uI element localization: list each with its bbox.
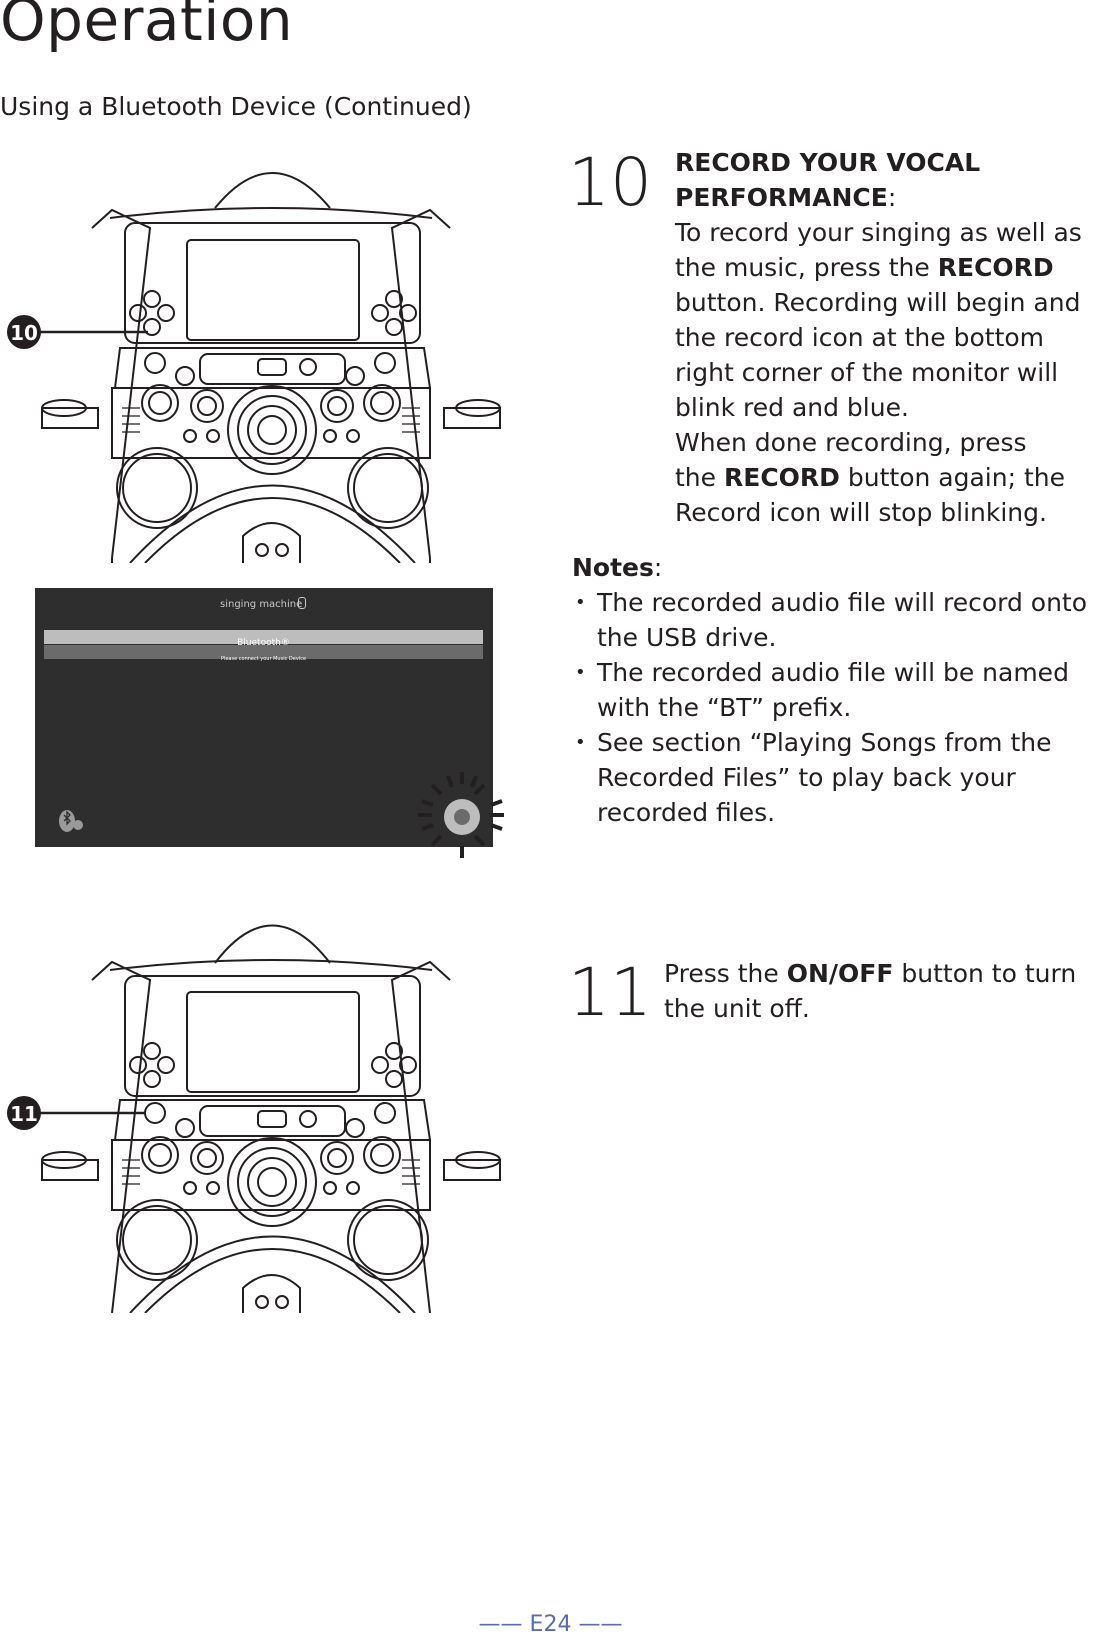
- karaoke-machine-illustration-bottom: 11: [7, 924, 501, 1313]
- callout-11: 11: [10, 1102, 38, 1126]
- status-bar: Please connect your Music Device: [44, 645, 483, 662]
- status-message: Please connect your Music Device: [220, 656, 307, 662]
- bluetooth-icon: [59, 810, 83, 832]
- bluetooth-bar-title: Bluetooth®: [237, 638, 290, 648]
- note-item: The recorded audio file will record onto…: [572, 585, 1097, 655]
- step-10-content: RECORD YOUR VOCAL PERFORMANCE: To record…: [675, 145, 1095, 530]
- monitor-brand: singing machine: [220, 599, 303, 610]
- monitor-screen: singing machine Bluetooth® Please connec…: [35, 588, 493, 847]
- page-number: E24: [529, 1612, 572, 1637]
- page-subtitle: Using a Bluetooth Device (Continued): [0, 92, 472, 121]
- record-icon: [444, 799, 480, 835]
- callout-10: 10: [10, 321, 38, 345]
- step-10-body: To record your singing as well as the mu…: [675, 218, 1082, 527]
- record-blink-rays: [418, 772, 504, 858]
- step-11-content: Press the ON/OFF button to turn the unit…: [664, 959, 1077, 1023]
- step-10-heading: RECORD YOUR VOCAL PERFORMANCE:: [675, 148, 981, 212]
- notes-list: The recorded audio file will record onto…: [572, 585, 1097, 830]
- page-footer: —— E24 ——: [478, 1612, 623, 1637]
- note-item: See section “Playing Songs from the Reco…: [572, 725, 1097, 830]
- karaoke-machine-illustration-top: 10: [7, 172, 501, 563]
- note-item: The recorded audio file will be named wi…: [572, 655, 1097, 725]
- notes-label: Notes:: [572, 553, 663, 582]
- step-number-10: 10: [568, 144, 652, 221]
- notes-section: Notes: The recorded audio file will reco…: [572, 550, 1097, 830]
- mic-icon: [298, 597, 306, 609]
- bluetooth-bar: Bluetooth®: [44, 630, 483, 648]
- step-number-11: 11: [568, 954, 652, 1031]
- page-title: Operation: [0, 0, 294, 54]
